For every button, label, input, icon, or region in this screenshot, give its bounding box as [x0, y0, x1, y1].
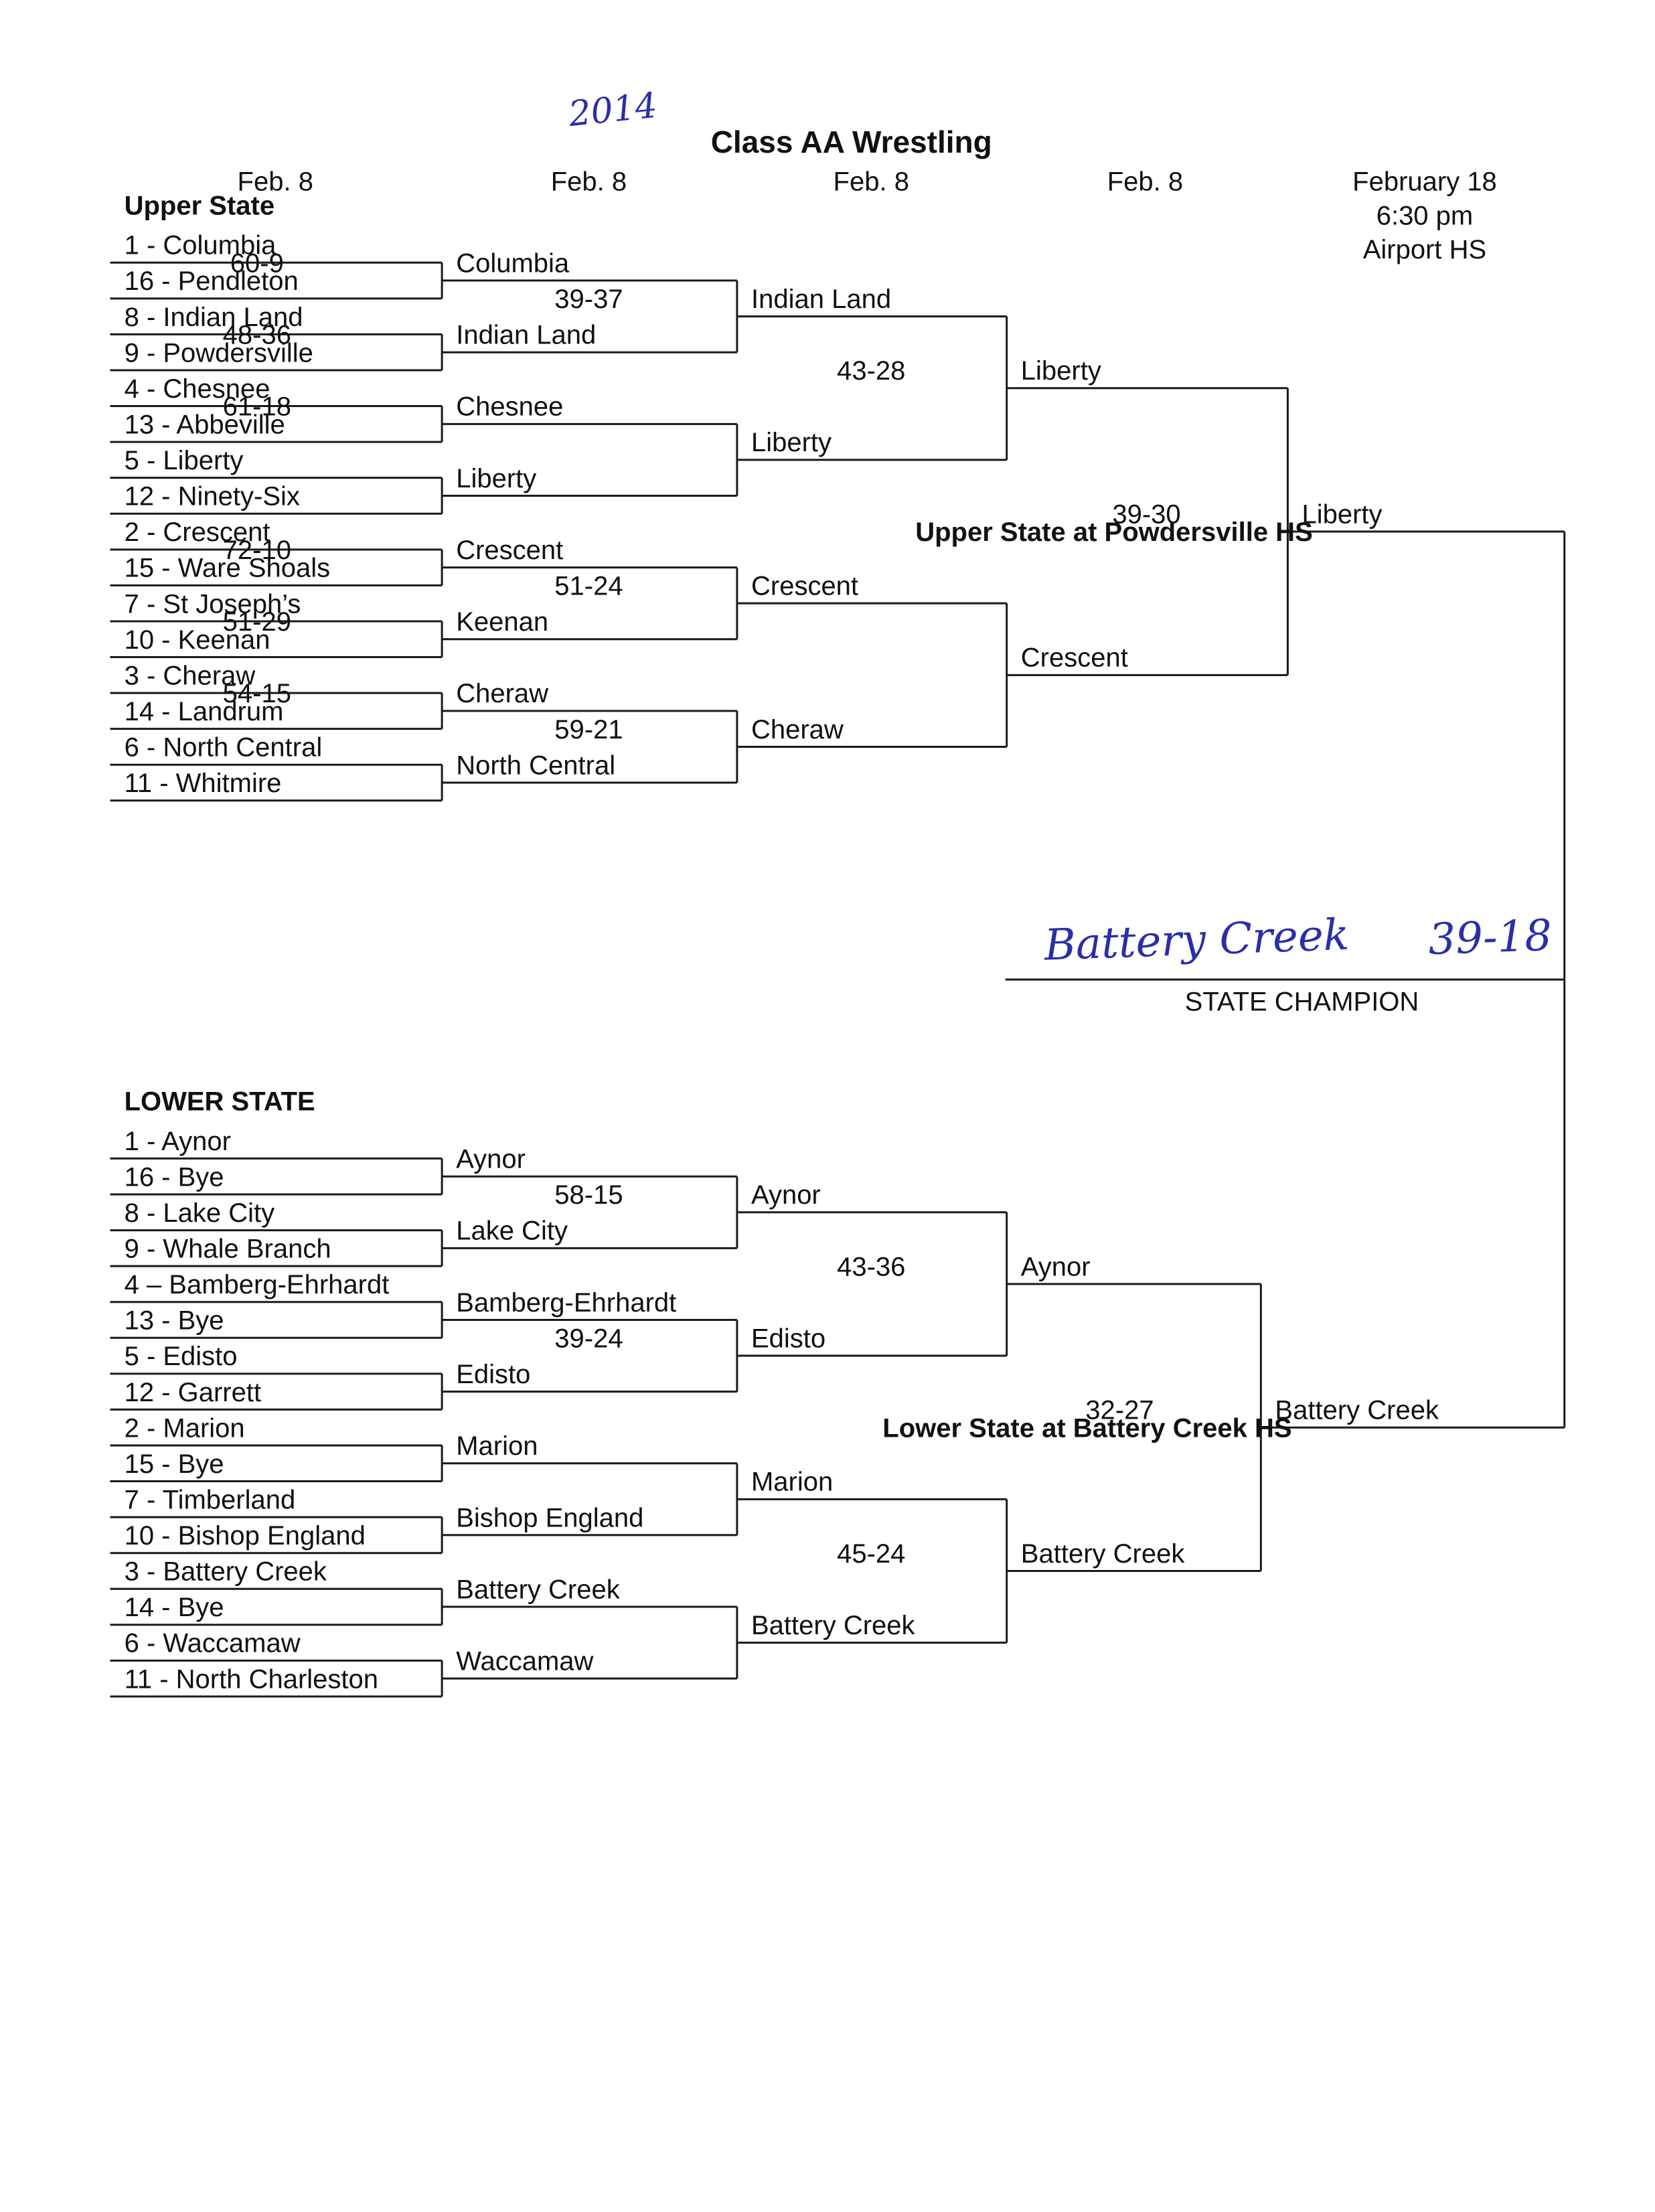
- upper-r3-winner: Indian Land: [751, 285, 891, 314]
- lower-site: Lower State at Battery Creek HS: [882, 1413, 1291, 1443]
- state-champion-label: STATE CHAMPION: [1185, 988, 1419, 1017]
- upper-r2-winner: Cheraw: [456, 679, 548, 708]
- upper-r2-winner: Liberty: [456, 464, 536, 493]
- lower-r2-winner: Lake City: [456, 1216, 568, 1246]
- upper-seed: 9 - Powdersville: [125, 338, 313, 368]
- upper-r2-score: 59-21: [554, 715, 623, 744]
- upper-r1-score: 51-29: [223, 607, 291, 637]
- final-date-line: Airport HS: [1363, 235, 1487, 264]
- upper-r1-score: 54-15: [223, 679, 291, 708]
- lower-r2-winner: Marion: [456, 1431, 538, 1461]
- lower-seed: 12 - Garrett: [125, 1378, 262, 1407]
- lower-r2-winner: Battery Creek: [456, 1575, 621, 1604]
- upper-r3-winner: Liberty: [751, 428, 832, 457]
- lower-r3-winner: Marion: [751, 1468, 833, 1497]
- upper-r2-score: 51-24: [554, 572, 623, 601]
- upper-seed: 3 - Cheraw: [125, 661, 256, 690]
- upper-seed: 11 - Whitmire: [125, 769, 282, 798]
- lower-seed: 10 - Bishop England: [125, 1521, 366, 1551]
- upper-r3-winner: Crescent: [751, 572, 858, 601]
- lower-seed: 5 - Edisto: [125, 1342, 238, 1371]
- upper-seed: 10 - Keenan: [125, 625, 270, 655]
- lower-seed: 4 – Bamberg-Ehrhardt: [125, 1270, 390, 1299]
- lower-seed: 9 - Whale Branch: [125, 1234, 331, 1263]
- lower-semi-score: 32-27: [1085, 1396, 1154, 1425]
- lower-r2-score: 39-24: [554, 1324, 623, 1353]
- upper-seed: 2 - Crescent: [125, 518, 270, 547]
- upper-semi-score: 39-30: [1112, 499, 1180, 529]
- lower-region-label: LOWER STATE: [125, 1087, 315, 1117]
- lower-seed: 7 - Timberland: [125, 1485, 296, 1514]
- lower-seed: 15 - Bye: [125, 1449, 224, 1479]
- upper-seed: 12 - Ninety-Six: [125, 482, 300, 511]
- handwritten-champion: Battery Creek: [1043, 911, 1350, 971]
- lower-seed: 2 - Marion: [125, 1413, 245, 1443]
- upper-r2-winner: Indian Land: [456, 321, 596, 350]
- upper-r2-winner: Chesnee: [456, 392, 563, 422]
- upper-site: Upper State at Powdersville HS: [915, 518, 1313, 547]
- upper-seed: 8 - Indian Land: [125, 303, 303, 332]
- upper-seed: 7 - St Joseph’s: [125, 589, 301, 619]
- upper-r3-score: 43-28: [837, 356, 905, 386]
- lower-seed: 3 - Battery Creek: [125, 1557, 327, 1587]
- lower-region-champion: Battery Creek: [1275, 1396, 1439, 1425]
- upper-r2-winner: Keenan: [456, 607, 548, 637]
- lower-r2-winner: Bamberg-Ehrhardt: [456, 1288, 676, 1318]
- final-date-line: February 18: [1352, 167, 1497, 197]
- lower-r2-winner: Edisto: [456, 1360, 530, 1389]
- lower-seed: 13 - Bye: [125, 1306, 224, 1336]
- lower-seed: 8 - Lake City: [125, 1198, 275, 1228]
- lower-r3-winner: Battery Creek: [751, 1611, 916, 1640]
- upper-seed: 15 - Ware Shoals: [125, 554, 331, 583]
- upper-seed: 14 - Landrum: [125, 697, 284, 726]
- upper-seed: 4 - Chesnee: [125, 374, 270, 404]
- lower-semi-winner: Battery Creek: [1021, 1539, 1186, 1569]
- upper-r2-winner: North Central: [456, 750, 615, 780]
- lower-r3-winner: Edisto: [751, 1324, 825, 1353]
- round-date-header: Feb. 8: [834, 167, 909, 197]
- upper-seed: 5 - Liberty: [125, 446, 244, 475]
- lower-r2-winner: Aynor: [456, 1145, 526, 1174]
- upper-r3-winner: Cheraw: [751, 715, 844, 744]
- lower-seed: 14 - Bye: [125, 1593, 224, 1622]
- round-date-header: Feb. 8: [238, 167, 313, 197]
- upper-seed: 13 - Abbeville: [125, 410, 285, 439]
- lower-seed: 11 - North Charleston: [125, 1664, 378, 1694]
- upper-r1-score: 48-36: [223, 321, 291, 350]
- lower-r3-score: 45-24: [837, 1539, 905, 1569]
- upper-r2-score: 39-37: [554, 285, 623, 314]
- round-date-header: Feb. 8: [1107, 167, 1183, 197]
- lower-r2-winner: Bishop England: [456, 1503, 643, 1532]
- upper-seed: 16 - Pendleton: [125, 266, 299, 296]
- lower-seed: 6 - Waccamaw: [125, 1629, 301, 1658]
- upper-r2-winner: Crescent: [456, 536, 563, 565]
- lower-r2-score: 58-15: [554, 1180, 623, 1210]
- final-date-line: 6:30 pm: [1376, 201, 1474, 230]
- upper-region-label: Upper State: [125, 191, 274, 221]
- lower-r2-winner: Waccamaw: [456, 1647, 593, 1676]
- lower-r3-score: 43-36: [837, 1252, 905, 1281]
- round-date-header: Feb. 8: [551, 167, 627, 197]
- lower-seed: 1 - Aynor: [125, 1127, 231, 1156]
- lower-seed: 16 - Bye: [125, 1162, 224, 1192]
- upper-r2-winner: Columbia: [456, 248, 570, 278]
- lower-semi-winner: Aynor: [1021, 1252, 1091, 1281]
- upper-seed: 1 - Columbia: [125, 231, 277, 260]
- upper-r1-score: 72-10: [223, 536, 291, 565]
- upper-semi-winner: Crescent: [1021, 643, 1128, 673]
- upper-seed: 6 - North Central: [125, 733, 323, 763]
- lower-r3-winner: Aynor: [751, 1180, 821, 1210]
- bracket-lines: [110, 261, 1566, 1698]
- upper-r1-score: 61-18: [223, 392, 291, 422]
- upper-region-champion: Liberty: [1302, 499, 1382, 529]
- page-title: Class AA Wrestling: [711, 125, 992, 159]
- upper-semi-winner: Liberty: [1021, 356, 1101, 386]
- upper-r1-score: 60-9: [230, 248, 284, 278]
- handwritten-final-score: 39-18: [1427, 911, 1553, 965]
- handwritten-year: 2014: [566, 86, 659, 135]
